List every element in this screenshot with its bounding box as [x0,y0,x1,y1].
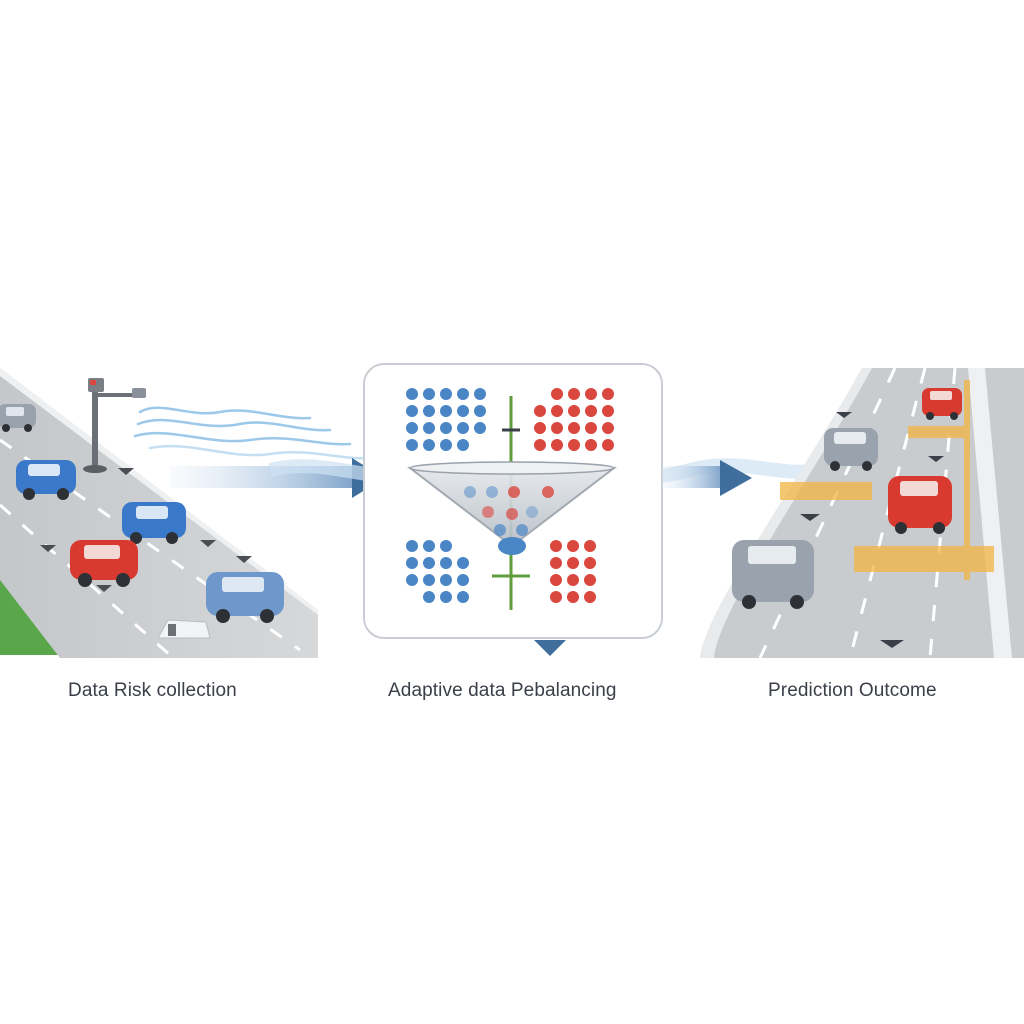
data-point [474,388,486,400]
data-point [457,422,469,434]
data-point [585,388,597,400]
data-point [567,540,579,552]
data-point [440,388,452,400]
data-point [567,591,579,603]
data-point [457,574,469,586]
data-point [568,422,580,434]
data-point [567,557,579,569]
data-point [406,439,418,451]
data-point [534,405,546,417]
car-icon [888,476,952,534]
data-point [568,388,580,400]
car-icon [16,460,76,500]
data-point [423,557,435,569]
data-point [440,422,452,434]
data-point [474,405,486,417]
data-point [457,405,469,417]
data-point [585,439,597,451]
car-icon [0,404,36,432]
car-icon [824,428,878,471]
right-arrow-icon [720,460,752,496]
data-collection-panel [0,368,384,658]
data-point [406,557,418,569]
data-point [542,486,554,498]
class-clusters [406,388,614,603]
sensor-device-icon [157,619,211,639]
car-icon [922,388,962,420]
data-point [406,574,418,586]
stage-caption-outcome: Prediction Outcome [768,680,937,701]
data-point [551,388,563,400]
data-point [457,388,469,400]
data-point [423,388,435,400]
data-point [567,574,579,586]
data-point [406,405,418,417]
data-point [568,405,580,417]
car-icon [70,540,138,587]
data-point [550,540,562,552]
data-point [551,405,563,417]
data-point [464,486,476,498]
data-point [440,405,452,417]
data-point [602,388,614,400]
data-point [423,591,435,603]
data-point [423,574,435,586]
data-point [550,557,562,569]
data-point [406,422,418,434]
stage-caption-rebalancing: Adaptive data Pebalancing [388,680,617,701]
data-point [457,591,469,603]
car-icon [122,502,186,544]
data-point [423,405,435,417]
data-point [516,524,528,536]
data-point [423,439,435,451]
data-point [406,388,418,400]
data-point [585,422,597,434]
risk-zone [780,380,994,580]
data-point [551,422,563,434]
data-point [494,524,506,536]
data-point [584,540,596,552]
data-point [550,574,562,586]
data-point [568,439,580,451]
data-point [406,540,418,552]
data-point [457,439,469,451]
data-point [440,540,452,552]
prediction-outcome-panel [700,367,1024,659]
data-point [585,405,597,417]
data-point [440,557,452,569]
data-point [440,439,452,451]
data-point [584,591,596,603]
data-point [508,486,520,498]
data-point [550,591,562,603]
car-icon [732,540,814,609]
data-point [440,574,452,586]
data-point [423,540,435,552]
data-point [534,439,546,451]
data-point [602,439,614,451]
data-point [457,557,469,569]
rebalancing-panel [268,363,822,656]
data-point [440,591,452,603]
data-point [474,422,486,434]
sensor-pole-icon [83,378,146,473]
stage-caption-collection: Data Risk collection [68,680,237,701]
flow-band-2 [662,466,722,488]
data-point [423,422,435,434]
signal-waves-icon [133,406,372,460]
down-arrow-icon [534,640,566,656]
data-point [486,486,498,498]
data-point [506,508,518,520]
data-point [602,422,614,434]
funnel-outlet [498,537,526,555]
data-point [482,506,494,518]
data-point [602,405,614,417]
data-point [584,574,596,586]
highway-left-edge [0,368,318,615]
data-point [534,422,546,434]
data-point [584,557,596,569]
data-point [551,439,563,451]
data-point [526,506,538,518]
car-icon [206,572,284,623]
